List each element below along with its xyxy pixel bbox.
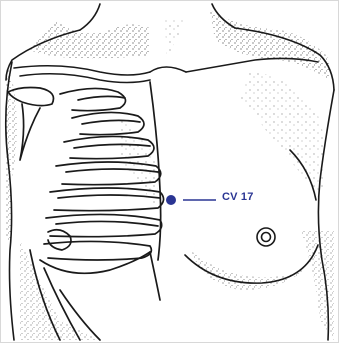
cv17-marker <box>166 195 216 205</box>
acupoint-dot <box>166 195 176 205</box>
acupoint-label: CV 17 <box>222 191 254 203</box>
